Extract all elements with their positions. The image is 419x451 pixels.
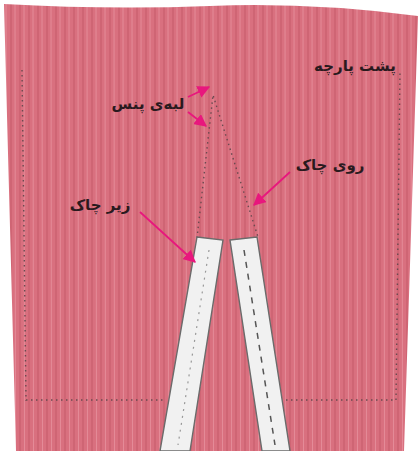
part-label: روی چاک	[296, 156, 365, 174]
slit-facings	[160, 237, 290, 451]
seam-lines	[22, 70, 400, 400]
part-label: لبه‌ی پنس	[112, 95, 185, 113]
fabric-side-label: پشت پارچه	[314, 57, 396, 75]
fabric-piece	[4, 4, 418, 451]
leader-arrows	[140, 87, 290, 262]
part-label: زیر چاک	[70, 196, 131, 214]
